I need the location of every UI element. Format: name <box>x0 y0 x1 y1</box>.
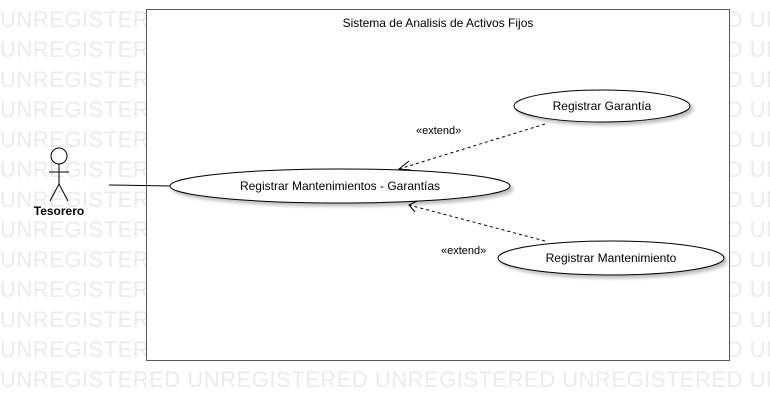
extend-line <box>408 204 546 242</box>
open-arrowhead <box>408 200 418 213</box>
association-line[interactable] <box>108 184 172 187</box>
use-case-main-label: Registrar Mantenimientos - Garantías <box>239 179 441 193</box>
extend-arrow-garantia[interactable] <box>397 123 546 171</box>
extend-line <box>398 123 546 170</box>
system-title: Sistema de Analisis de Activos Fijos <box>342 16 534 30</box>
extend-stereotype-label: «extend» <box>441 245 487 257</box>
actor-figure[interactable] <box>49 147 69 202</box>
extend-stereotype-label: «extend» <box>416 125 462 137</box>
use-case-garantia-label: Registrar Garantía <box>552 99 652 113</box>
extend-arrow-mantenimiento[interactable] <box>408 200 546 242</box>
actor-left-leg <box>49 183 60 202</box>
actor-right-leg <box>58 183 69 202</box>
use-case-registrar-mantenimiento[interactable] <box>497 240 725 276</box>
open-arrowhead <box>397 160 412 171</box>
use-case-main[interactable] <box>169 168 511 204</box>
actor-label: Tesorero <box>33 204 85 218</box>
use-case-registrar-garantia[interactable] <box>513 89 691 123</box>
actor-head <box>50 147 68 165</box>
use-case-mantenimiento-label: Registrar Mantenimiento <box>545 251 677 265</box>
